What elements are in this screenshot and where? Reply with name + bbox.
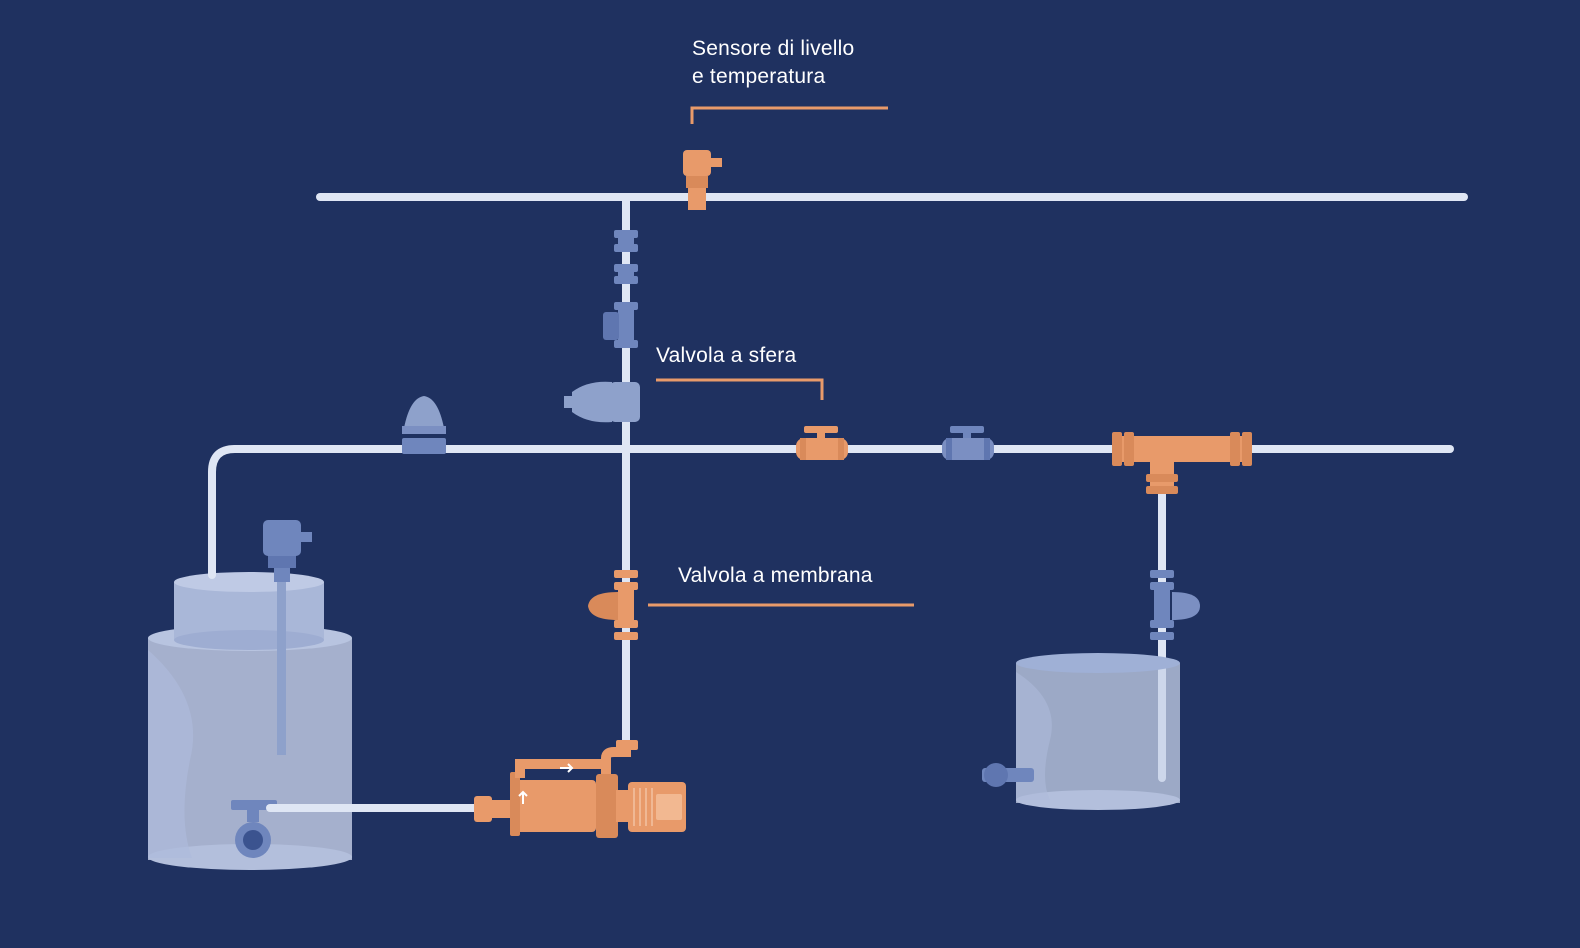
tank-outlet-valve	[231, 800, 277, 858]
tee-fitting	[1112, 432, 1252, 494]
ball-valve	[796, 426, 848, 460]
branch-valve	[1150, 570, 1200, 640]
small-tank-side-valve	[982, 763, 1034, 787]
pressure-regulator	[402, 396, 446, 454]
riser-couplings	[614, 230, 638, 284]
pipes	[208, 193, 1468, 812]
large-tank	[148, 572, 352, 870]
pump	[474, 740, 686, 838]
sensor-label-line2: e temperatura	[692, 65, 826, 88]
callout-lines	[648, 106, 914, 607]
small-tank	[1016, 653, 1180, 810]
sensor-callout-line	[690, 106, 888, 124]
level-temperature-sensor	[683, 150, 722, 210]
riser-actuated-valve	[564, 381, 640, 423]
tank-level-probe	[263, 520, 312, 755]
riser-valve-upper	[603, 302, 638, 348]
ball-valve-secondary	[942, 426, 994, 460]
ball-valve-label: Valvola a sfera	[656, 344, 797, 367]
sensor-label: Sensore di livello e temperatura	[692, 35, 854, 91]
diaphragm-valve	[588, 570, 638, 640]
diaphragm-valve-label: Valvola a membrana	[678, 564, 873, 587]
sensor-label-line1: Sensore di livello	[692, 37, 855, 60]
ball-valve-callout-line	[656, 378, 824, 400]
